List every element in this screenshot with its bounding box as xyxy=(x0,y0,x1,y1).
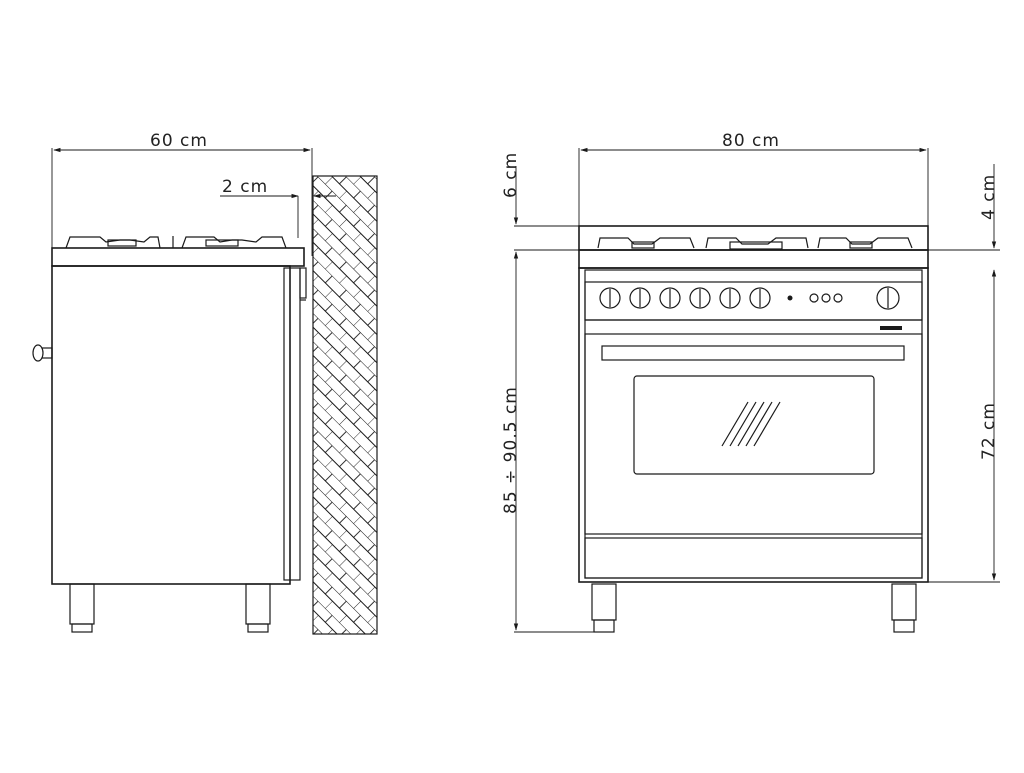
front-body xyxy=(578,267,929,583)
wall-gap-label: 2 cm xyxy=(222,177,268,197)
bottom-drawer xyxy=(584,537,923,579)
hob-clearance-label: 4 cm xyxy=(979,174,999,220)
glass-reflection-icon xyxy=(721,401,781,447)
control-knobs xyxy=(599,286,900,310)
side-hob-plate xyxy=(51,247,305,267)
body-height-label: 72 cm xyxy=(979,402,999,460)
side-view: 60 cm 2 cm xyxy=(32,131,378,635)
side-foot-right xyxy=(245,583,271,625)
front-foot-right xyxy=(891,583,917,621)
side-width-label: 60 cm xyxy=(150,131,208,151)
oven-window xyxy=(633,375,875,475)
side-knob xyxy=(32,344,53,362)
side-body xyxy=(51,265,291,585)
brand-badge-icon xyxy=(880,326,902,330)
door-handle xyxy=(601,345,905,361)
total-height-label: 85 ÷ 90.5 cm xyxy=(501,386,521,514)
front-burners xyxy=(597,237,913,250)
oven-door xyxy=(584,333,923,535)
front-view: 80 cm 6 cm 4 cm xyxy=(501,131,1000,633)
front-foot-left xyxy=(591,583,617,621)
backguard-height-label: 6 cm xyxy=(501,152,521,198)
side-foot-left xyxy=(69,583,95,625)
wall xyxy=(312,175,378,635)
side-burners xyxy=(65,236,287,249)
control-panel xyxy=(584,281,923,321)
front-width-label: 80 cm xyxy=(722,131,780,151)
